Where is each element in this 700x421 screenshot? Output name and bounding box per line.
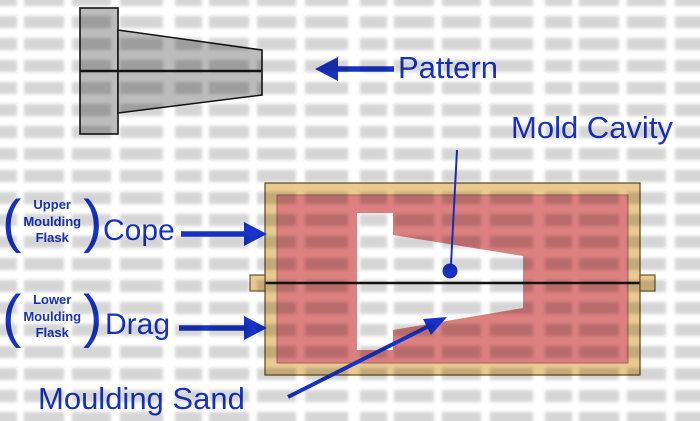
open-paren: ( (2, 189, 22, 254)
upper-flask-note-line-3: Flask (35, 230, 69, 246)
mold-cavity-pointer-line (450, 149, 458, 265)
pattern-arrow-head (315, 57, 338, 81)
upper-flask-note-line-1: Upper (33, 196, 71, 212)
moulding-sand-arrow (287, 317, 447, 399)
lower-flask-note-lines: Lower Moulding Flask (21, 292, 83, 343)
flask-lug-right (639, 274, 656, 292)
drag-label: Drag (105, 308, 171, 341)
cope-label: Cope (103, 214, 175, 247)
pattern-label: Pattern (398, 50, 498, 85)
moulding-sand-arrow-shaft (287, 324, 430, 399)
close-paren: ) (83, 284, 103, 349)
drag-arrow-head (244, 316, 267, 340)
mold-cavity-label: Mold Cavity (511, 110, 673, 145)
mold-cavity-dot (442, 263, 458, 279)
lower-flask-note-line-3: Flask (35, 325, 69, 341)
upper-flask-note: ( Upper Moulding Flask ) (2, 191, 102, 253)
cope-arrow (181, 222, 267, 246)
lower-flask-note-line-1: Lower (33, 291, 72, 307)
moulding-sand-label: Moulding Sand (38, 381, 245, 416)
moulding-sand-arrow-head (423, 317, 447, 335)
open-paren: ( (2, 284, 22, 349)
close-paren: ) (83, 189, 103, 254)
mold-cavity-shape (357, 213, 523, 350)
cope-arrow-head (244, 222, 267, 246)
flask-lug-left (249, 274, 266, 292)
pattern-arrow (315, 57, 394, 81)
drag-arrow (179, 316, 267, 340)
upper-flask-note-line-2: Moulding (23, 213, 82, 229)
upper-flask-note-lines: Upper Moulding Flask (21, 197, 83, 248)
lower-flask-note: ( Lower Moulding Flask ) (2, 286, 102, 348)
pattern-shape (79, 7, 263, 135)
lower-flask-note-line-2: Moulding (23, 308, 82, 324)
